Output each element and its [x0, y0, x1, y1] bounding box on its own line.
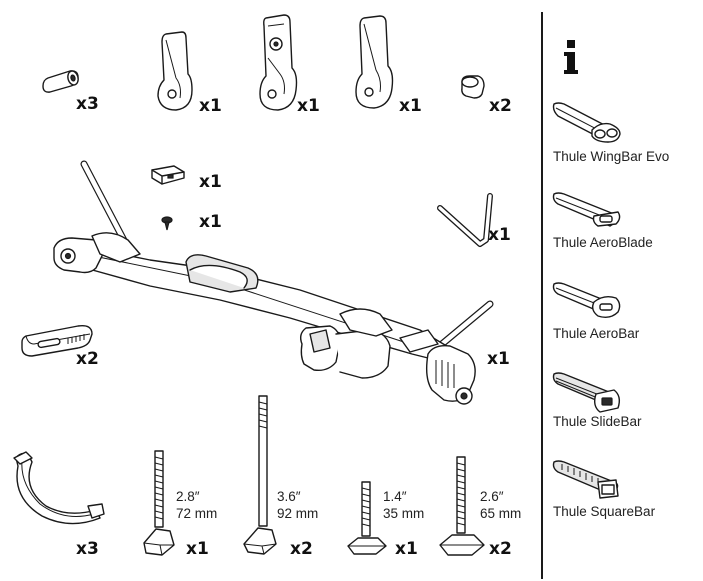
allen-key-illustration	[437, 193, 493, 247]
bolt-92mm-illustration	[243, 395, 277, 555]
bolt-65mm-quantity: x2	[489, 539, 512, 559]
rubber-pad-quantity: x2	[76, 349, 99, 369]
small-cylinder-quantity: x3	[76, 94, 99, 114]
jaw-left-illustration	[157, 31, 193, 111]
jaw-center-quantity: x1	[297, 96, 320, 116]
bolt-72mm-imperial: 2.8″	[176, 489, 200, 504]
bolt-92mm-imperial: 3.6″	[277, 489, 301, 504]
section-divider	[541, 12, 543, 579]
jaw-center-illustration	[259, 14, 298, 111]
jaw-left-quantity: x1	[199, 96, 222, 116]
bolt-72mm-metric: 72 mm	[176, 506, 218, 521]
allen-key-quantity: x1	[488, 225, 511, 245]
roof-bar-slidebar-label: Thule SlideBar	[553, 414, 642, 429]
t-slot-adapter-illustration	[151, 165, 185, 185]
bolt-65mm-imperial: 2.6″	[480, 489, 504, 504]
screw-illustration	[161, 216, 173, 231]
small-cylinder-illustration	[42, 70, 79, 93]
bolt-35mm-quantity: x1	[395, 539, 418, 559]
rubber-pad-illustration	[21, 324, 93, 357]
bolt-72mm-quantity: x1	[186, 539, 209, 559]
bolt-35mm-imperial: 1.4″	[383, 489, 407, 504]
end-cap-quantity: x2	[489, 96, 512, 116]
roof-bar-wingbar-evo-label: Thule WingBar Evo	[553, 149, 670, 164]
bolt-72mm-illustration	[143, 450, 175, 556]
strap-illustration	[13, 451, 105, 525]
slidebar-illustration	[552, 372, 621, 413]
jaw-right-quantity: x1	[399, 96, 422, 116]
screw-quantity: x1	[199, 212, 222, 232]
bolt-35mm-illustration	[347, 481, 387, 555]
end-cap-illustration	[461, 75, 485, 99]
bolt-65mm-metric: 65 mm	[480, 506, 522, 521]
squarebar-illustration	[552, 460, 619, 499]
bolt-35mm-metric: 35 mm	[383, 506, 425, 521]
roof-bar-aerobar-label: Thule AeroBar	[553, 326, 640, 341]
aeroblade-illustration	[552, 192, 621, 227]
aerobar-illustration	[552, 282, 621, 319]
bolt-92mm-quantity: x2	[290, 539, 313, 559]
bike-carrier-quantity: x1	[487, 349, 510, 369]
bike-carrier-illustration	[53, 160, 494, 405]
roof-bar-squarebar-label: Thule SquareBar	[553, 504, 656, 519]
t-slot-adapter-quantity: x1	[199, 172, 222, 192]
info-icon	[564, 40, 578, 74]
strap-quantity: x3	[76, 539, 99, 559]
bolt-65mm-illustration	[439, 456, 485, 556]
bolt-92mm-metric: 92 mm	[277, 506, 319, 521]
jaw-right-illustration	[355, 15, 394, 109]
wingbar-evo-illustration	[552, 102, 621, 143]
roof-bar-aeroblade-label: Thule AeroBlade	[553, 235, 653, 250]
